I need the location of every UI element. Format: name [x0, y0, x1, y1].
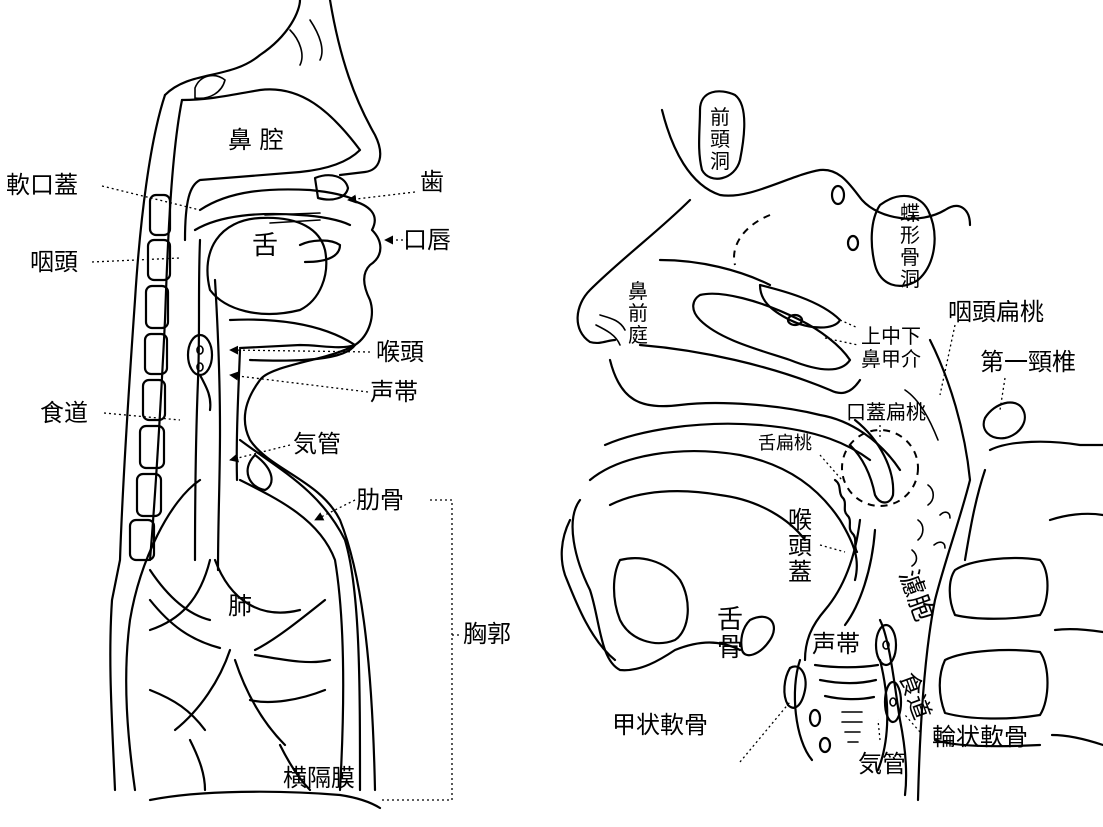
label-lips: 口唇	[403, 226, 451, 254]
tongue-right	[590, 451, 857, 580]
vertebrae	[130, 195, 170, 560]
label-hyoid: 舌骨	[717, 605, 743, 663]
vocal-folds	[815, 665, 878, 699]
label-trachea: 気管	[293, 430, 341, 458]
label-pharynx: 咽頭	[30, 248, 78, 276]
thorax-bracket	[380, 500, 452, 800]
right-diagram: 前頭洞 蝶形骨洞 鼻前庭 咽頭扁桃 上中下 鼻甲介 第一頸椎 口蓋扁桃 舌扁桃 …	[562, 91, 1103, 800]
label-vocal-cords-right: 声帯	[812, 630, 860, 658]
label-turbinates-bottom: 鼻甲介	[861, 347, 921, 371]
hyoid-bone	[741, 617, 774, 655]
label-lingual-tonsil: 舌扁桃	[758, 433, 812, 454]
mandible	[573, 500, 740, 670]
larynx-shape	[188, 335, 212, 375]
label-turbinates-top: 上中下	[861, 324, 921, 348]
trachea-rings	[842, 712, 862, 742]
diaphragm	[150, 792, 380, 808]
label-nasal-vestibule: 鼻前庭	[628, 279, 648, 347]
label-nasal-cavity: 鼻 腔	[228, 126, 284, 154]
label-lung: 肺	[228, 592, 252, 620]
label-epiglottis: 喉頭蓋	[788, 506, 812, 586]
label-sphenoid-sinus: 蝶形骨洞	[900, 201, 920, 291]
first-cervical-vertebra	[984, 403, 1025, 439]
label-thyroid-cartilage: 甲状軟骨	[612, 711, 708, 739]
uvula	[850, 420, 893, 503]
label-cricoid-cartilage: 輪状軟骨	[932, 723, 1028, 751]
label-tongue: 舌	[252, 231, 278, 261]
label-thorax: 胸郭	[463, 620, 511, 648]
label-vocal-cords: 声帯	[370, 378, 418, 406]
head-outline	[165, 0, 300, 95]
cervical-vertebra-3	[940, 650, 1048, 718]
lips	[350, 200, 380, 345]
label-first-cervical: 第一頸椎	[980, 348, 1076, 376]
label-palatine-tonsil: 口蓋扁桃	[846, 400, 926, 424]
nasal-outline	[330, 0, 380, 175]
teeth	[315, 175, 348, 199]
superior-turbinate	[734, 215, 770, 265]
lung-right	[240, 480, 343, 790]
label-frontal-sinus: 前頭洞	[710, 105, 730, 173]
label-pharyngeal-tonsil: 咽頭扁桃	[948, 298, 1044, 326]
label-soft-palate: 軟口蓋	[6, 171, 78, 199]
cervical-vertebra-2	[950, 558, 1048, 619]
palatine-tonsil	[842, 430, 918, 506]
label-larynx: 喉頭	[376, 338, 424, 366]
front-neck	[245, 345, 375, 790]
pharynx-tube	[195, 240, 200, 560]
label-follicles: 濾胞	[893, 566, 939, 625]
label-teeth: 歯	[420, 168, 444, 196]
label-diaphragm: 横隔膜	[283, 764, 355, 792]
label-ribs: 肋骨	[356, 486, 404, 514]
spine-inner	[150, 100, 182, 560]
left-diagram: 鼻 腔 軟口蓋 歯 舌 口唇 咽頭 喉頭 声帯 食道 気管 肋骨 肺 胸郭 横隔…	[6, 0, 511, 808]
label-esophagus: 食道	[40, 399, 88, 427]
label-trachea-right: 気管	[858, 750, 906, 778]
inferior-turbinate	[693, 294, 850, 370]
